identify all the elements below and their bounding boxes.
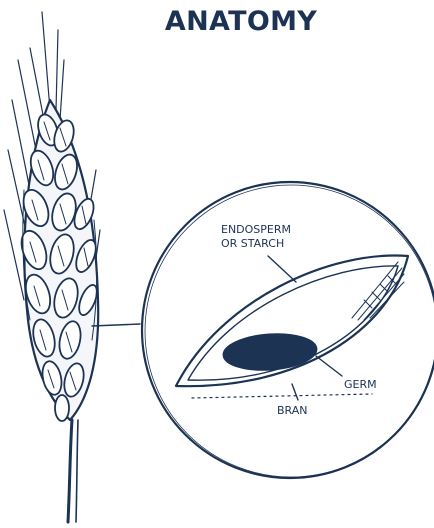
wheat-stem-edge [76,420,78,522]
page-title: ANATOMY [148,6,334,37]
bran-label: BRAN [277,404,308,418]
wheat-stem [68,420,72,522]
kernel-shadow-stipple [192,394,372,398]
connector-line [92,324,140,326]
endosperm-label: ENDOSPERM OR STARCH [221,223,291,251]
germ-label: GERM [344,378,377,392]
bran-leader [292,384,298,400]
wheat-stalk-drawing [4,12,140,522]
endosperm-leader [268,256,296,282]
endosperm-label-line2: OR STARCH [221,237,291,251]
germ-leader [316,356,342,376]
endosperm-label-line1: ENDOSPERM [221,223,291,237]
